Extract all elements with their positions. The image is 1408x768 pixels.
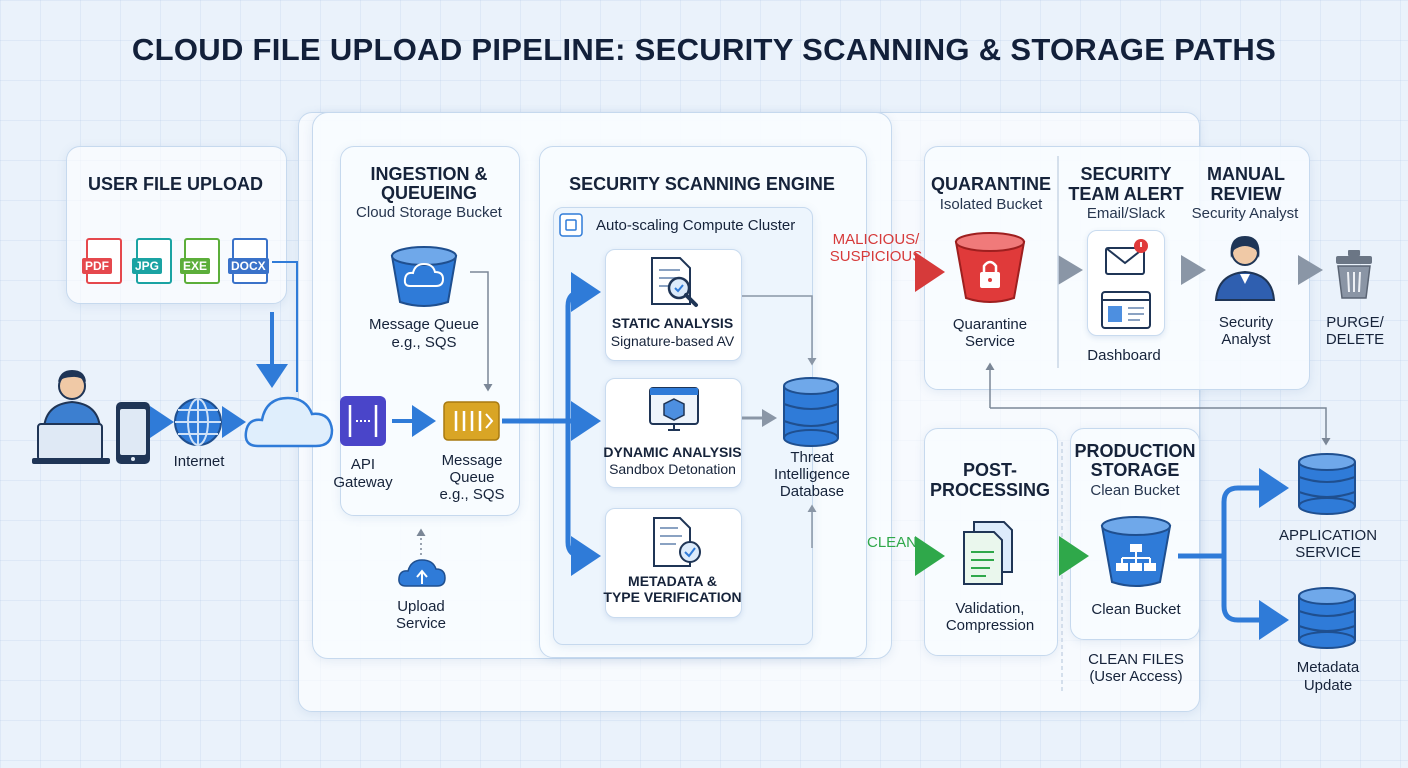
metadata-update-label-2: Update xyxy=(1303,677,1353,694)
trash-icon xyxy=(1336,250,1372,299)
threat-db-label-2: Intelligence xyxy=(774,466,850,483)
docx-tag: DOCX xyxy=(228,258,269,274)
user-laptop-icon xyxy=(32,370,110,464)
dashboard-icon xyxy=(1101,291,1151,329)
document-magnifier-icon xyxy=(651,257,698,307)
clean-bucket-icon xyxy=(1100,516,1172,587)
production-subtitle: Clean Bucket xyxy=(1090,482,1180,499)
clean-bucket-label: Clean Bucket xyxy=(1091,601,1181,618)
cluster-label: Auto-scaling Compute Cluster xyxy=(596,217,796,234)
api-gateway-icon xyxy=(340,396,386,446)
metadata-title-1: METADATA & xyxy=(628,573,717,589)
metadata-update-label-1: Metadata xyxy=(1296,659,1360,676)
threat-db-label-3: Database xyxy=(779,483,845,500)
malicious-path-label-2: SUSPICIOUS xyxy=(829,248,923,265)
production-heading-1: PRODUCTION xyxy=(1074,441,1196,461)
manual-review-heading-1: MANUAL xyxy=(1207,164,1285,184)
exe-tag: EXE xyxy=(180,258,211,274)
dashboard-label: Dashboard xyxy=(1087,347,1161,364)
docx-file-icon: DOCX xyxy=(228,238,269,286)
ingestion-heading-1: INGESTION & xyxy=(370,164,488,184)
upload-service-icon xyxy=(398,559,446,587)
pdf-tag: PDF xyxy=(82,258,112,274)
cloud-icon xyxy=(244,396,334,448)
metadata-check-icon xyxy=(653,517,701,567)
alert-heading-1: SECURITY xyxy=(1080,164,1172,184)
post-processing-heading-2: PROCESSING xyxy=(929,480,1051,500)
purge-label-1: PURGE/ xyxy=(1326,314,1384,331)
metadata-database-icon xyxy=(1298,587,1356,649)
threat-db-label-1: Threat xyxy=(790,449,834,466)
user-upload-heading: USER FILE UPLOAD xyxy=(87,174,263,194)
clean-files-label-1: CLEAN FILES xyxy=(1088,651,1184,668)
upload-service-label-1: Upload xyxy=(397,598,445,615)
app-service-label-1: APPLICATION xyxy=(1278,527,1378,544)
quarantine-bucket-icon xyxy=(954,232,1026,303)
compute-chip-icon xyxy=(559,213,583,237)
upload-service-label-2: Service xyxy=(395,615,447,632)
metadata-title-2: TYPE VERIFICATION xyxy=(603,589,742,605)
quarantine-subtitle: Isolated Bucket xyxy=(939,196,1043,213)
ingestion-subtitle: Cloud Storage Bucket xyxy=(356,204,502,221)
quarantine-heading: QUARANTINE xyxy=(931,174,1051,194)
processed-documents-icon xyxy=(963,521,1013,585)
purge-label-2: DELETE xyxy=(1325,331,1385,348)
pdf-file-icon: PDF xyxy=(82,238,122,286)
message-queue-icon xyxy=(443,401,500,441)
threat-database-icon xyxy=(783,377,839,447)
envelope-alert-icon xyxy=(1105,239,1148,275)
manual-review-heading-2: REVIEW xyxy=(1210,184,1282,204)
post-processing-heading-1: POST- xyxy=(962,460,1017,480)
production-heading-2: STORAGE xyxy=(1090,460,1180,480)
queue-label-3: e.g., SQS xyxy=(439,486,505,503)
queue-label-2: Queue xyxy=(449,469,495,486)
ingestion-bucket-label-2: e.g., SQS xyxy=(391,334,457,351)
queue-label-1: Message xyxy=(441,452,503,469)
api-gateway-label-2: Gateway xyxy=(333,474,393,491)
globe-icon xyxy=(174,398,222,446)
jpg-tag: JPG xyxy=(132,258,163,274)
ingestion-heading-2: QUEUEING xyxy=(380,183,477,203)
quarantine-label-2: Service xyxy=(964,333,1016,350)
dynamic-analysis-title: DYNAMIC ANALYSIS xyxy=(603,444,742,460)
app-service-label-2: SERVICE xyxy=(1295,544,1361,561)
clean-path-label: CLEAN xyxy=(866,534,918,551)
application-database-icon xyxy=(1298,453,1356,515)
exe-file-icon: EXE xyxy=(180,238,220,286)
analyst-label-1: Security xyxy=(1218,314,1274,331)
smartphone-icon xyxy=(116,402,150,464)
storage-bucket-icon xyxy=(390,246,458,307)
internet-label: Internet xyxy=(173,453,225,470)
post-processing-label-1: Validation, xyxy=(955,600,1025,617)
clean-files-label-2: (User Access) xyxy=(1089,668,1183,685)
static-analysis-title: STATIC ANALYSIS xyxy=(611,315,734,331)
security-analyst-icon xyxy=(1214,236,1276,301)
post-processing-label-2: Compression xyxy=(945,617,1035,634)
alert-heading-2: TEAM ALERT xyxy=(1068,184,1184,204)
malicious-path-label-1: MALICIOUS/ xyxy=(832,231,920,248)
scanning-heading: SECURITY SCANNING ENGINE xyxy=(569,174,835,194)
ingestion-bucket-label-1: Message Queue xyxy=(368,316,480,333)
page-title: CLOUD FILE UPLOAD PIPELINE: SECURITY SCA… xyxy=(131,32,1277,67)
static-analysis-subtitle: Signature-based AV xyxy=(610,333,735,349)
analyst-label-2: Analyst xyxy=(1221,331,1271,348)
api-gateway-label-1: API xyxy=(350,456,376,473)
jpg-file-icon: JPG xyxy=(132,238,172,286)
ingestion-panel xyxy=(340,146,520,516)
dynamic-analysis-subtitle: Sandbox Detonation xyxy=(609,461,736,477)
alert-subtitle: Email/Slack xyxy=(1086,205,1166,222)
manual-review-subtitle: Security Analyst xyxy=(1191,205,1299,222)
quarantine-label-1: Quarantine xyxy=(952,316,1028,333)
sandbox-monitor-icon xyxy=(649,387,699,431)
